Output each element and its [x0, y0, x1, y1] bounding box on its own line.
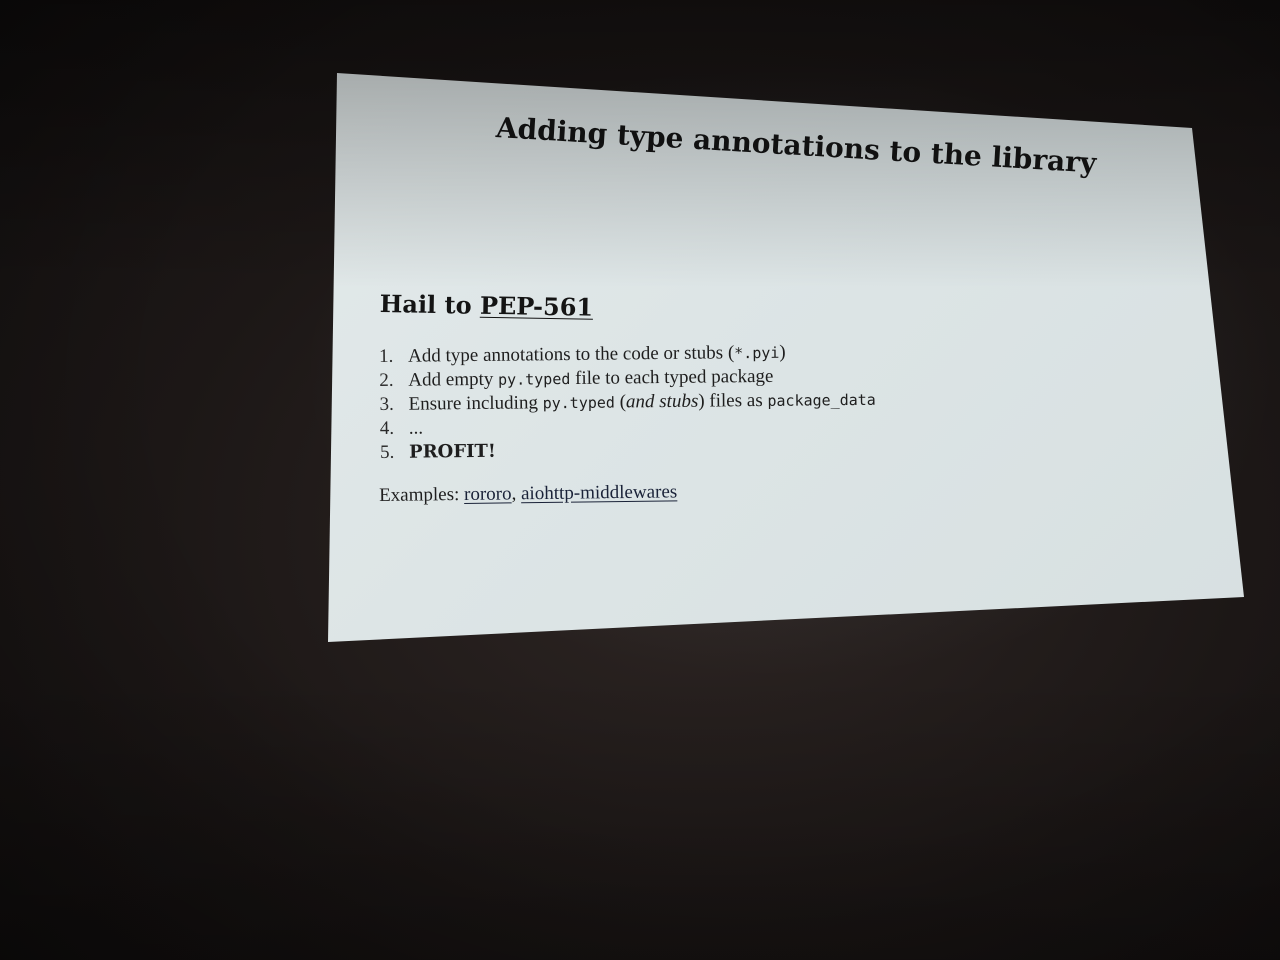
step-text: ( [614, 391, 627, 413]
subtitle-prefix: Hail to [379, 289, 481, 320]
step-text: Add type annotations to the code or stub… [408, 342, 735, 367]
step-number: 5. [380, 441, 395, 463]
step-text: package_data [767, 390, 876, 410]
pep-561-link[interactable]: PEP-561 [479, 290, 594, 322]
step-text: file to each typed package [570, 365, 774, 389]
step-text: ... [408, 417, 424, 439]
examples-separator: , [511, 483, 522, 505]
step-text: py.typed [497, 369, 571, 389]
step-text: ) files as [698, 389, 768, 412]
step-text: and stubs [625, 390, 699, 413]
examples-label: Examples: [379, 483, 465, 506]
step-number: 4. [379, 417, 395, 439]
step-number: 1. [379, 345, 394, 367]
step-text: Add empty [408, 368, 499, 391]
step-text: py.typed [542, 393, 615, 413]
step-text: *.pyi [734, 343, 780, 363]
example-link-aiohttp-middlewares[interactable]: aiohttp-middlewares [520, 481, 678, 505]
step-text: ) [779, 341, 786, 363]
slide-subtitle: Hail to PEP-561 [379, 289, 593, 322]
step-text: PROFIT! [409, 440, 496, 463]
example-link-rororo[interactable]: rororo [463, 483, 512, 505]
step-text: Ensure including [408, 392, 543, 415]
examples-line: Examples: rororo, aiohttp-middlewares [379, 481, 677, 507]
step-number: 2. [379, 369, 394, 391]
steps-list: 1. Add type annotations to the code or st… [379, 340, 876, 465]
step-number: 3. [379, 393, 394, 415]
